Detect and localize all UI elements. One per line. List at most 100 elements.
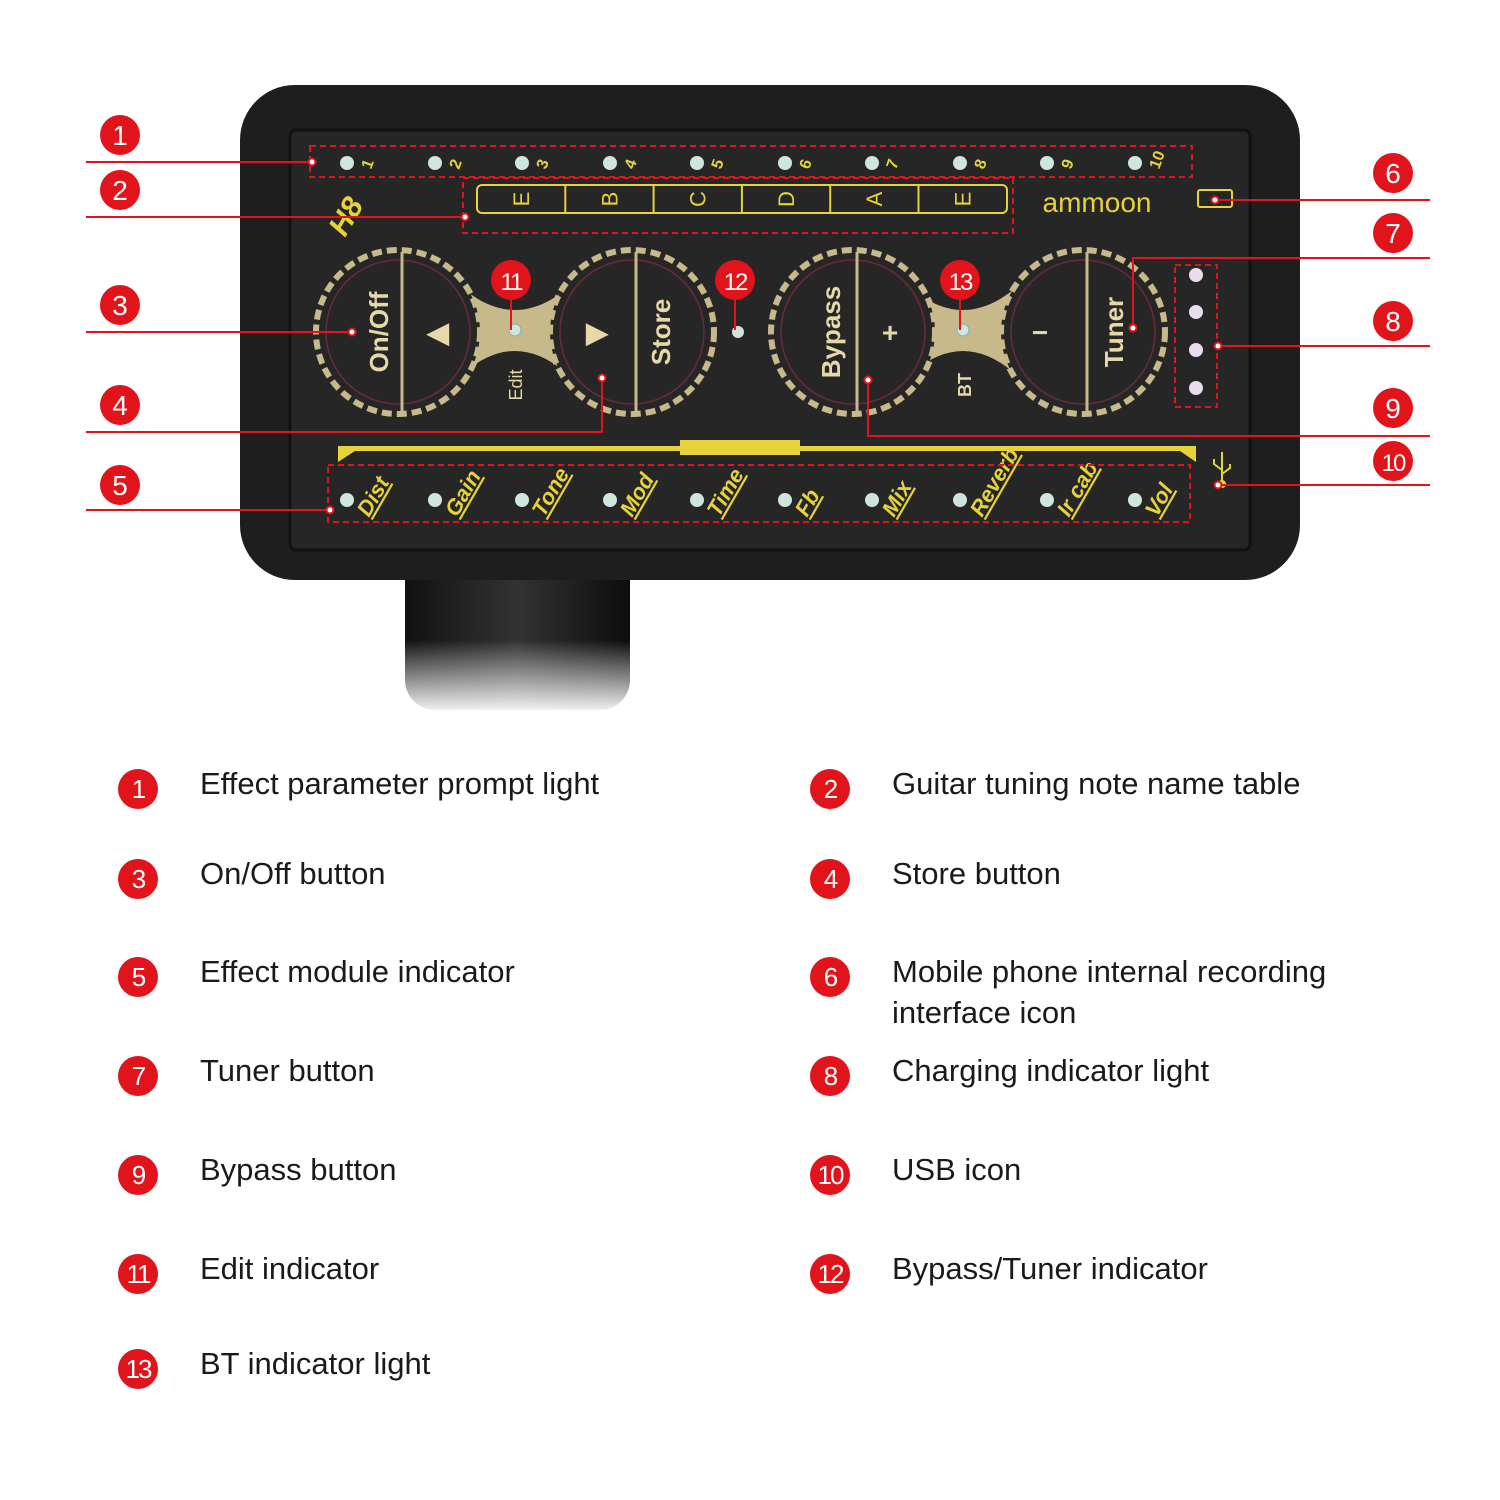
callout-badge-8: 8 (1373, 301, 1413, 341)
callout-box-charging (1174, 264, 1218, 408)
store-button-label: Store (646, 299, 676, 365)
legend-item: 13 BT indicator light (118, 1346, 430, 1389)
callout-badge-12: 12 (715, 260, 755, 300)
brand-logo: ammoon (1043, 187, 1152, 218)
callout-line (1132, 257, 1430, 328)
callout-badge-3: 3 (100, 285, 140, 325)
charging-light (1189, 381, 1203, 395)
charging-light (1189, 343, 1203, 357)
effect-indicator-light (1040, 493, 1054, 507)
param-light (428, 156, 442, 170)
legend-text: Store button (892, 856, 1061, 891)
legend-text: BT indicator light (200, 1346, 431, 1381)
legend-text: Effect parameter prompt light (200, 766, 600, 801)
callout-badge-1: 1 (100, 115, 140, 155)
effect-indicator-light (603, 493, 617, 507)
legend-text: USB icon (892, 1152, 1022, 1187)
callout-number: 6 (1385, 158, 1401, 189)
callout-box-note-table (462, 177, 1014, 234)
legend-item: 9 Bypass button (118, 1152, 396, 1195)
tuner-button[interactable]: Tuner− (998, 247, 1168, 417)
callout-number: 2 (112, 175, 128, 206)
callout-badge-5: 5 (100, 465, 140, 505)
callout-dot (347, 327, 357, 337)
legend-badge: 10 (810, 1155, 850, 1195)
legend-item: 2 Guitar tuning note name table (810, 766, 1300, 809)
callout-number: 12 (724, 269, 748, 296)
level-bar (338, 446, 1196, 462)
callout-badge-10: 10 (1373, 441, 1413, 481)
callout-badge-7: 7 (1373, 213, 1413, 253)
bypass-button-symbol: + (882, 317, 898, 348)
callout-dot (1128, 323, 1138, 333)
callout-number: 4 (112, 390, 128, 421)
param-light (953, 156, 967, 170)
legend-text: Mobile phone internal recording interfac… (892, 954, 1327, 1030)
legend-item: 10 USB icon (810, 1152, 1021, 1195)
callout-dot (325, 505, 335, 515)
callout-dot (1213, 341, 1223, 351)
param-number: 10 (1147, 149, 1169, 172)
charging-light (1189, 305, 1203, 319)
legend-badge: 12 (810, 1254, 850, 1294)
param-light (865, 156, 879, 170)
callout-number: 7 (1385, 218, 1401, 249)
callout-number: 3 (112, 290, 128, 321)
param-light (1040, 156, 1054, 170)
callout-dot (1213, 480, 1223, 490)
bypass-button-label: Bypass (816, 286, 846, 379)
callout-dot (460, 212, 470, 222)
edit-label: Edit (506, 369, 526, 400)
store-button[interactable]: Store ▶ (547, 247, 717, 417)
legend-text: Guitar tuning note name table (892, 766, 1301, 801)
effect-indicator-light (1128, 493, 1142, 507)
callout-number: 10 (1382, 450, 1406, 477)
param-light (515, 156, 529, 170)
on-off-button-label: On/Off (364, 291, 394, 372)
legend-text: Edit indicator (200, 1251, 380, 1286)
legend-badge: 4 (810, 859, 850, 899)
legend-text: Tuner button (200, 1053, 375, 1088)
bt-label: BT (955, 373, 975, 397)
legend-badge: 9 (118, 1155, 158, 1195)
bypass-button[interactable]: Bypass + (768, 247, 938, 417)
legend-item: 5 Effect module indicator (118, 954, 515, 997)
effect-indicator-light (865, 493, 879, 507)
callout-dot (863, 375, 873, 385)
tuning-note: E (509, 192, 534, 207)
store-button-symbol: ▶ (585, 317, 609, 348)
legend-badge: 5 (118, 957, 158, 997)
legend-badge: 8 (810, 1056, 850, 1096)
legend-badge: 2 (810, 769, 850, 809)
tuning-note: A (862, 191, 887, 206)
callout-dot (307, 157, 317, 167)
charging-light (1189, 268, 1203, 282)
legend-text: On/Off button (200, 856, 386, 891)
callout-box-effects (327, 464, 1191, 523)
legend-badge: 13 (118, 1349, 158, 1389)
legend-item: 6 Mobile phone internal recording interfa… (810, 954, 1326, 1030)
legend-badge: 6 (810, 957, 850, 997)
tuning-note: B (597, 192, 622, 207)
legend-text: Bypass button (200, 1152, 397, 1187)
callout-badge-2: 2 (100, 170, 140, 210)
param-light (340, 156, 354, 170)
legend-badge: 3 (118, 859, 158, 899)
on-off-button-symbol: ◀ (426, 317, 449, 348)
effect-indicator-light (778, 493, 792, 507)
callout-number: 13 (949, 269, 973, 296)
level-bar-center (680, 440, 800, 455)
callout-dot (597, 373, 607, 383)
effect-indicator-light (515, 493, 529, 507)
tuner-button-symbol: − (1032, 317, 1048, 348)
callout-number: 8 (1385, 306, 1401, 337)
legend-badge: 1 (118, 769, 158, 809)
callout-number: 1 (112, 120, 128, 151)
legend-text: Effect module indicator (200, 954, 515, 989)
callout-badge-13: 13 (940, 260, 980, 300)
callout-dot (1210, 195, 1220, 205)
